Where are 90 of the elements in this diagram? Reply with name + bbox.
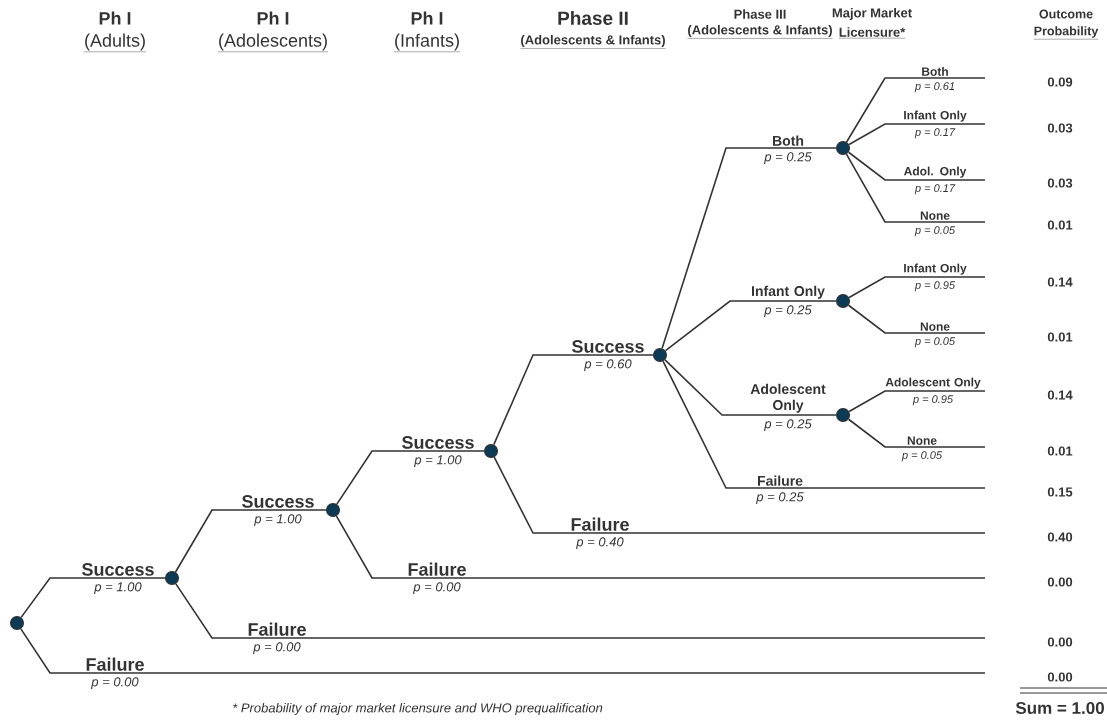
chance-node	[836, 408, 850, 422]
outcome-value: 0.01	[1047, 446, 1073, 456]
probability-label: p = 0.05	[914, 226, 956, 237]
column-heading: (Adolescents & Infants)	[687, 24, 833, 39]
branch-label: None	[920, 322, 950, 331]
column-heading: Ph I	[411, 11, 443, 25]
branch-label: Failure	[408, 562, 466, 576]
column-heading: Ph I	[257, 11, 289, 25]
branch-line	[336, 450, 485, 505]
probability-label: p = 0.05	[901, 451, 943, 462]
outcome-value: 0.09	[1047, 77, 1073, 87]
probability-label: p = 0.05	[914, 337, 956, 348]
column-heading: Phase III	[734, 9, 786, 19]
branch-label: Failure	[571, 517, 629, 531]
outcome-value: 0.00	[1047, 577, 1073, 587]
branch-label: Failure	[86, 657, 144, 671]
branch-label: Infant Only	[752, 285, 825, 299]
branch-label: None	[920, 211, 950, 220]
outcome-value: 0.03	[1047, 123, 1073, 133]
branch-line	[175, 583, 986, 639]
branch-line	[845, 77, 986, 143]
branch-line	[662, 360, 986, 489]
probability-label: p = 0.17	[914, 184, 956, 195]
chance-node	[326, 503, 340, 517]
column-heading: (Adolescents & Infants)	[520, 34, 666, 49]
outcome-value: 0.00	[1047, 637, 1073, 647]
branch-line	[661, 147, 837, 350]
probability-label: p = 0.00	[413, 582, 461, 594]
chance-node	[836, 294, 850, 308]
branch-line	[848, 276, 986, 299]
branch-label: Failure	[248, 622, 306, 636]
chance-node	[484, 444, 498, 458]
branch-label: Infant Only	[904, 110, 967, 122]
branch-line	[847, 418, 986, 448]
branch-label: Success	[402, 436, 474, 449]
branch-label: Adolescent Only	[885, 377, 981, 389]
probability-label: p = 0.00	[91, 677, 139, 689]
outcome-value: 0.01	[1047, 220, 1073, 230]
outcome-value: 0.14	[1047, 390, 1073, 400]
column-heading: Phase II	[558, 11, 628, 25]
column-heading: Outcome	[1039, 9, 1093, 19]
branch-line	[335, 515, 986, 579]
column-heading: Licensure*	[838, 27, 906, 39]
branch-label: Adolescent Only	[750, 383, 826, 413]
probability-label: p = 0.17	[914, 128, 956, 139]
column-heading: Ph I	[99, 11, 131, 25]
outcome-value: 0.03	[1047, 178, 1073, 188]
probability-label: p = 0.61	[914, 82, 955, 93]
chance-node	[165, 571, 179, 585]
branch-line	[493, 354, 654, 446]
outcome-value: 0.15	[1047, 487, 1073, 497]
probability-label: p = 0.95	[914, 281, 956, 292]
branch-label: Both	[922, 67, 948, 76]
branch-label: Success	[572, 340, 644, 353]
branch-label: Adol. Only	[904, 166, 967, 178]
column-heading: Probability	[1033, 26, 1099, 40]
branch-line	[664, 300, 837, 352]
branch-label: Success	[82, 563, 154, 576]
branch-label: None	[907, 436, 937, 445]
probability-label: p = 0.95	[912, 395, 954, 406]
outcome-value: 0.14	[1047, 277, 1073, 287]
branch-line	[847, 151, 986, 181]
footnote: * Probability of major market licensure and WHO prequalification	[232, 702, 603, 716]
outcome-value: 0.40	[1047, 532, 1073, 542]
branch-line	[845, 153, 986, 223]
branch-line	[20, 628, 986, 674]
probability-label: p = 0.40	[576, 537, 624, 549]
column-heading: (Infants)	[393, 33, 461, 52]
chance-node	[653, 348, 667, 362]
branch-line	[847, 304, 986, 334]
chance-node	[836, 141, 850, 155]
branch-line	[664, 359, 837, 416]
branch-line	[848, 390, 986, 413]
column-heading: (Adolescents)	[217, 33, 329, 52]
branch-label: Failure	[758, 475, 803, 486]
probability-label: p = 0.25	[756, 492, 804, 504]
column-heading: (Adults)	[83, 33, 147, 52]
branch-line	[848, 123, 986, 146]
branch-label: Infant Only	[904, 263, 967, 275]
chance-node	[10, 616, 24, 630]
outcome-value: 0.00	[1047, 672, 1073, 682]
sum-label: Sum = 1.00	[1015, 702, 1104, 715]
column-heading: Major Market	[832, 7, 912, 21]
branch-label: Success	[242, 495, 314, 508]
branch-line	[174, 509, 327, 573]
outcome-value: 0.01	[1047, 332, 1073, 342]
probability-label: p = 0.00	[253, 642, 301, 654]
branch-line	[493, 456, 986, 534]
branch-line	[20, 577, 166, 619]
branch-label: Both	[773, 135, 804, 146]
